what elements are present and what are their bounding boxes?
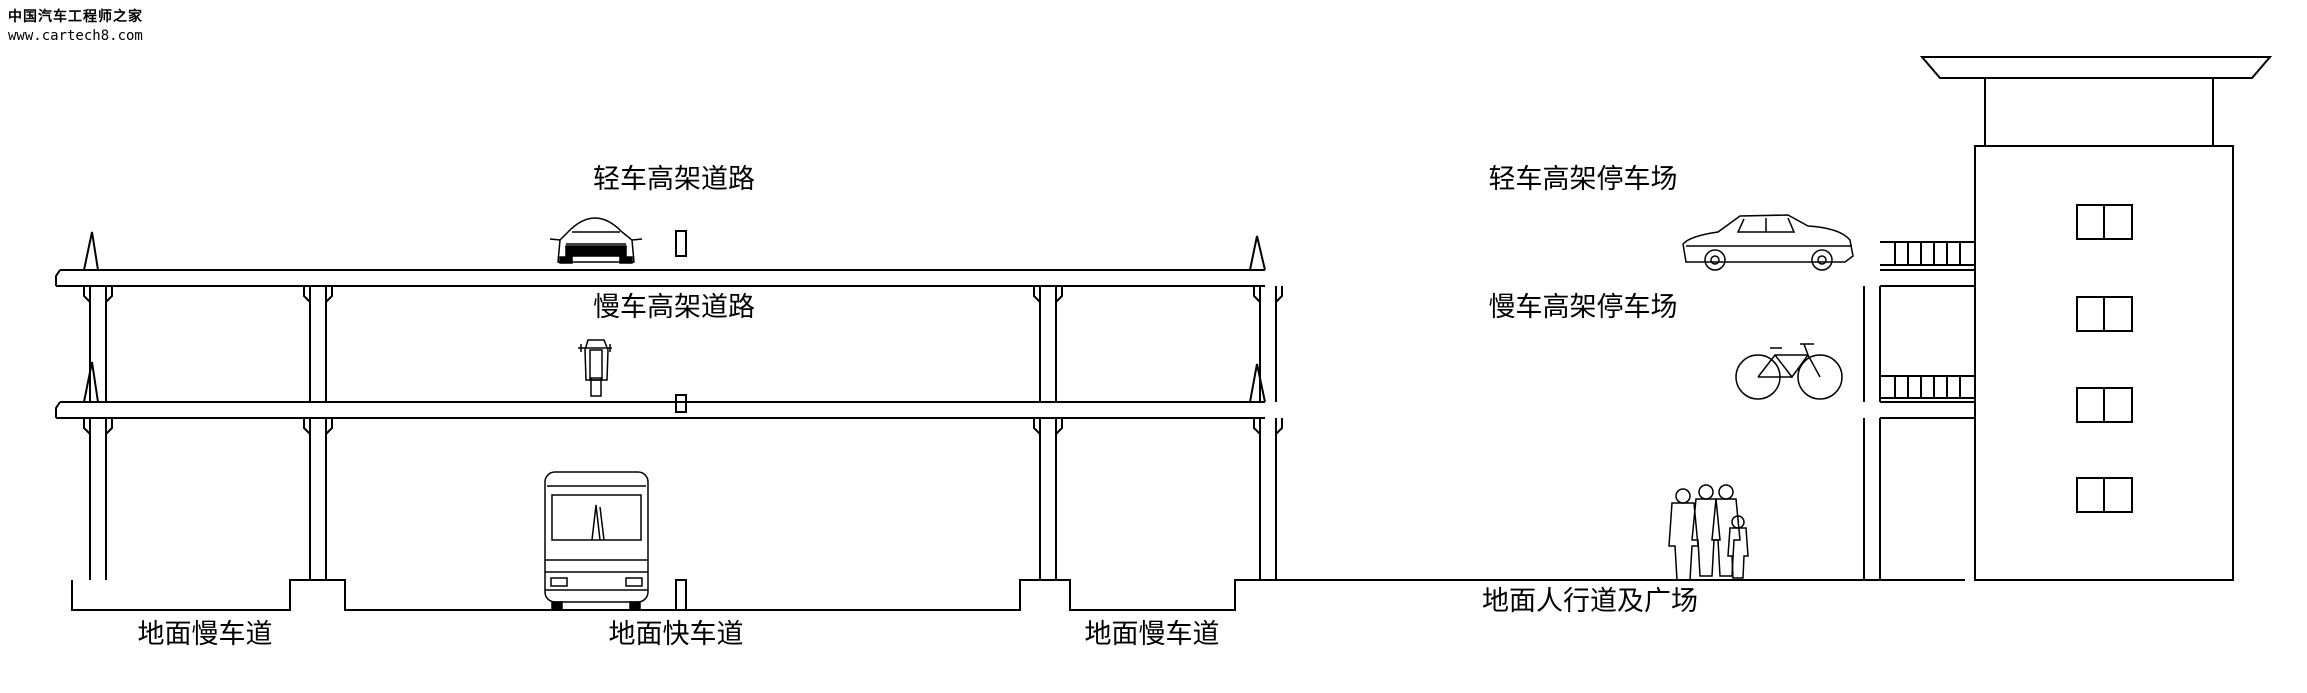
column-lower-3 [1033, 418, 1063, 580]
column-lower-4 [1253, 418, 1283, 580]
label-ground-slow-lane-right: 地面慢车道 [1085, 619, 1220, 650]
column-upper-4 [1253, 286, 1283, 402]
column-upper-1 [83, 286, 113, 402]
window-2 [2076, 296, 2133, 332]
watermark: 中国汽车工程师之家 www.cartech8.com [8, 6, 143, 44]
label-light-elevated-parking: 轻车高架停车场 [1489, 164, 1678, 195]
ground-profile [71, 579, 1965, 611]
label-slow-elevated-parking: 慢车高架停车场 [1489, 292, 1678, 323]
pedestrians-icon [1668, 484, 1749, 581]
bicycle-icon [1735, 343, 1843, 400]
label-slow-elevated-road: 慢车高架道路 [593, 292, 755, 323]
label-ground-sidewalk-plaza: 地面人行道及广场 [1482, 586, 1698, 617]
motorcycle-icon [578, 339, 612, 397]
column-lower-1 [83, 418, 113, 580]
column-upper-5 [1863, 286, 1881, 402]
window-4 [2076, 477, 2133, 513]
label-ground-slow-lane-left: 地面慢车道 [138, 619, 273, 650]
column-lower-2 [303, 418, 333, 580]
median-bollard [675, 579, 687, 611]
label-ground-fast-lane: 地面快车道 [609, 619, 744, 650]
bus-icon [544, 471, 649, 611]
window-1 [2076, 204, 2133, 240]
watermark-url: www.cartech8.com [8, 28, 143, 44]
labels: 轻车高架道路 轻车高架停车场 慢车高架道路 慢车高架停车场 地面慢车道 地面快车… [138, 164, 1699, 650]
column-upper-2 [303, 286, 333, 402]
upper-deck [55, 230, 1266, 287]
middle-deck [55, 361, 1266, 419]
building [1919, 56, 2273, 581]
column-upper-3 [1033, 286, 1063, 402]
sedan-icon [1682, 214, 1854, 271]
column-lower-5 [1863, 418, 1881, 580]
columns [83, 286, 1881, 580]
bridge-middle [1880, 375, 1975, 419]
label-light-elevated-road: 轻车高架道路 [593, 164, 755, 195]
watermark-name: 中国汽车工程师之家 [8, 9, 143, 25]
car-icon [549, 217, 643, 264]
window-3 [2076, 387, 2133, 423]
bridge-upper [1880, 241, 1975, 287]
